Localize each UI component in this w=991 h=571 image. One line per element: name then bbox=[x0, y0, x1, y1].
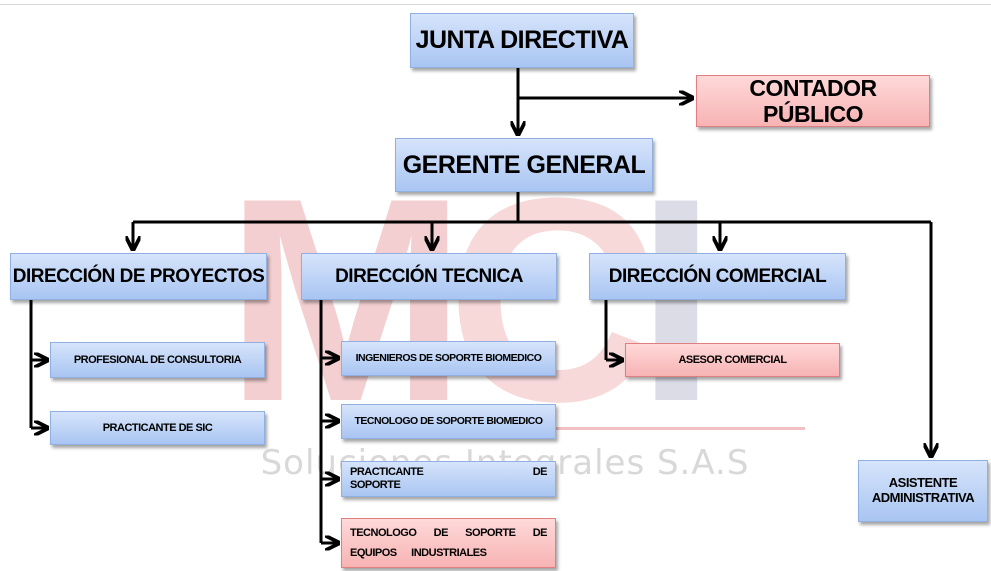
direction-technical-box: DIRECCIÓN TECNICA bbox=[301, 253, 557, 300]
staff-label: PRACTICANTE DE SOPORTE bbox=[350, 466, 548, 491]
staff-label: PROFESIONAL DE CONSULTORIA bbox=[73, 353, 242, 366]
direction-projects-box: DIRECCIÓN DE PROYECTOS bbox=[10, 253, 267, 300]
direction-commercial-label: DIRECCIÓN COMERCIAL bbox=[608, 265, 827, 287]
admin-assistant-box: ASISTENTE ADMINISTRATIVA bbox=[858, 460, 988, 522]
general-manager-box: GERENTE GENERAL bbox=[395, 138, 653, 192]
staff-label: PRACTICANTE DE SIC bbox=[102, 421, 213, 434]
staff-label: TECNOLOGO DE SOPORTE DE EQUIPOS INDUSTRI… bbox=[350, 527, 548, 559]
staff-box: PRACTICANTE DE SIC bbox=[50, 411, 265, 445]
top-border bbox=[0, 4, 991, 5]
board-box: JUNTA DIRECTIVA bbox=[410, 13, 634, 68]
staff-label: ASESOR COMERCIAL bbox=[678, 353, 787, 366]
board-label: JUNTA DIRECTIVA bbox=[415, 26, 629, 55]
staff-box: TECNOLOGO DE SOPORTE DE EQUIPOS INDUSTRI… bbox=[341, 518, 556, 568]
staff-label: INGENIEROS DE SOPORTE BIOMEDICO bbox=[355, 352, 542, 365]
staff-box: TECNOLOGO DE SOPORTE BIOMEDICO bbox=[341, 404, 556, 439]
direction-commercial-box: DIRECCIÓN COMERCIAL bbox=[589, 253, 846, 300]
accountant-label: CONTADOR PÚBLICO bbox=[749, 74, 877, 127]
general-manager-label: GERENTE GENERAL bbox=[402, 150, 646, 179]
watermark-logo: MCI bbox=[225, 138, 716, 462]
admin-assistant-label: ASISTENTE ADMINISTRATIVA bbox=[871, 475, 975, 505]
staff-box: PRACTICANTE DE SOPORTE bbox=[341, 461, 556, 497]
staff-box: INGENIEROS DE SOPORTE BIOMEDICO bbox=[341, 341, 556, 376]
direction-technical-label: DIRECCIÓN TECNICA bbox=[335, 265, 523, 287]
accountant-box: CONTADOR PÚBLICO bbox=[696, 75, 930, 127]
watermark-rule bbox=[395, 427, 805, 430]
direction-projects-label: DIRECCIÓN DE PROYECTOS bbox=[12, 265, 265, 287]
staff-box: PROFESIONAL DE CONSULTORIA bbox=[50, 342, 265, 378]
staff-box: ASESOR COMERCIAL bbox=[625, 343, 840, 377]
staff-label: TECNOLOGO DE SOPORTE BIOMEDICO bbox=[354, 415, 543, 428]
